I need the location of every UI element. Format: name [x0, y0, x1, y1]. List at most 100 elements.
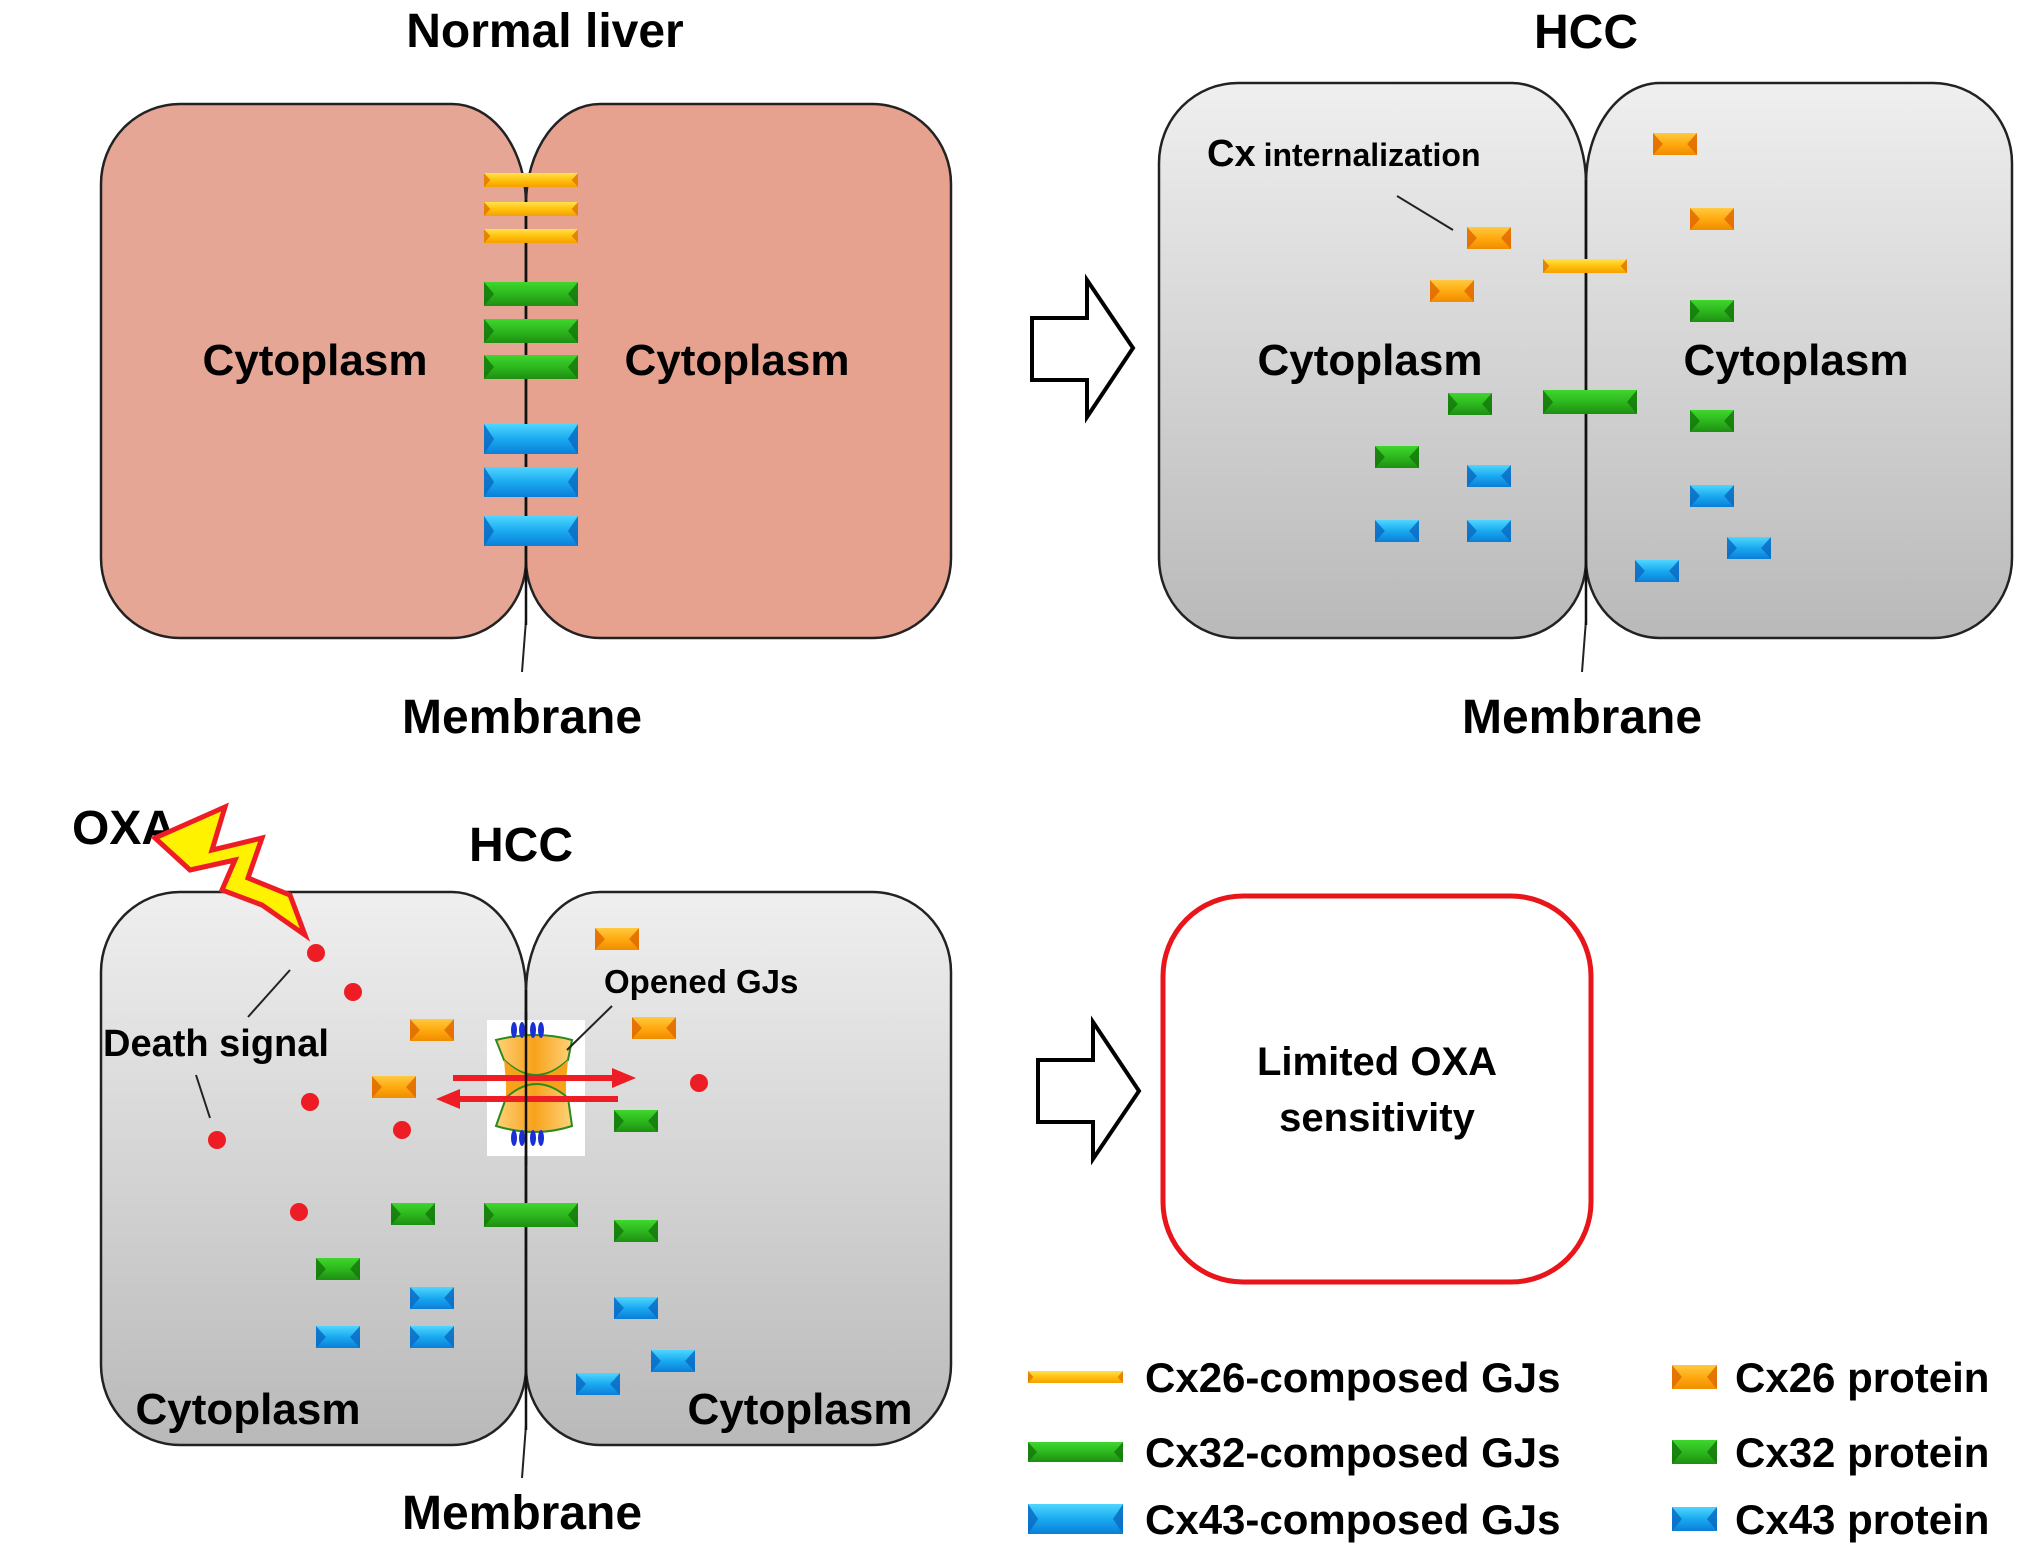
- legend-label: Cx32-composed GJs: [1145, 1429, 1561, 1476]
- membrane-label: Membrane: [402, 691, 642, 744]
- membrane-pointer: [521, 1424, 527, 1479]
- death-signal-dot: [307, 944, 325, 962]
- connexin-protein: [632, 1017, 676, 1039]
- legend-swatch: [1672, 1507, 1717, 1531]
- panel-title-normal: Normal liver: [406, 5, 683, 58]
- death-signal-pointer: [247, 969, 291, 1018]
- outcome-line-2: sensitivity: [1279, 1096, 1475, 1140]
- death-signal-dot: [301, 1093, 319, 1111]
- membrane-pointer: [521, 619, 527, 673]
- gap-junction-bar: [1543, 390, 1637, 414]
- drug-label-oxa: OXA: [72, 802, 176, 855]
- connexin-protein: [1467, 227, 1511, 249]
- legend-label: Cx26 protein: [1735, 1354, 1989, 1401]
- connexin-protein: [1430, 280, 1474, 302]
- gap-junction-bar: [484, 173, 578, 187]
- connexin-protein: [391, 1203, 435, 1225]
- legend-item: Cx43 protein: [1672, 1496, 1989, 1543]
- gap-junction-bar: [1543, 259, 1627, 273]
- cell-right: [524, 102, 953, 640]
- gap-junction-bar: [484, 424, 578, 454]
- connexin-protein: [372, 1076, 416, 1098]
- annotation-pointer: [1396, 195, 1454, 231]
- death-signal-dot: [208, 1131, 226, 1149]
- connexin-protein: [410, 1019, 454, 1041]
- annotation-prefix: Cx: [1207, 133, 1256, 175]
- cytoplasm-label-right: Cytoplasm: [1684, 336, 1909, 385]
- legend-label: Cx32 protein: [1735, 1429, 1989, 1476]
- connexin-protein: [614, 1110, 658, 1132]
- membrane-label: Membrane: [1462, 691, 1702, 744]
- death-signal-pointer: [195, 1074, 211, 1119]
- connexin-protein: [1690, 485, 1734, 507]
- connexin-protein: [1635, 560, 1679, 582]
- annotation-suffix: internalization: [1264, 137, 1481, 173]
- death-signal-label: Death signal: [103, 1023, 329, 1065]
- bidirectional-flux-arrows: [436, 1068, 636, 1109]
- connexin-protein: [1653, 133, 1697, 155]
- connexin-protein: [1467, 465, 1511, 487]
- cytoplasm-label-left: Cytoplasm: [203, 336, 428, 385]
- legend-item: Cx43-composed GJs: [1028, 1496, 1561, 1543]
- connexin-protein: [410, 1326, 454, 1348]
- legend-label: Cx26-composed GJs: [1145, 1354, 1561, 1401]
- connexin-protein: [1690, 208, 1734, 230]
- legend-swatch: [1028, 1504, 1123, 1534]
- cytoplasm-label-left: Cytoplasm: [136, 1385, 361, 1434]
- connexin-group: [1375, 133, 1771, 582]
- legend-swatch: [1028, 1371, 1123, 1383]
- connexin-protein: [1375, 446, 1419, 468]
- gap-junction-bar: [484, 355, 578, 379]
- opened-gap-junction-icon: [487, 1012, 585, 1165]
- connexin-group: [208, 928, 708, 1395]
- gap-junction-bar: [484, 467, 578, 497]
- death-signal-dot: [393, 1121, 411, 1139]
- death-signal-dot: [690, 1074, 708, 1092]
- connexin-protein: [316, 1326, 360, 1348]
- cell-left: [99, 890, 528, 1447]
- connexin-protein: [1448, 393, 1492, 415]
- connexin-protein: [576, 1373, 620, 1395]
- gap-junction-bar: [484, 1203, 578, 1227]
- gap-junction-bar: [484, 319, 578, 343]
- cytoplasm-label-right: Cytoplasm: [688, 1385, 913, 1434]
- membrane-pointer: [1581, 619, 1587, 673]
- panel-normal-liver: Normal liver Cytoplasm Cytoplasm Membran…: [99, 5, 953, 744]
- transition-arrow-icon: [1030, 273, 1136, 424]
- cytoplasm-label-right: Cytoplasm: [625, 336, 850, 385]
- legend-item: Cx26 protein: [1672, 1354, 1989, 1401]
- legend-swatch: [1672, 1440, 1717, 1464]
- outcome-line-1: Limited OXA: [1257, 1040, 1497, 1084]
- legend-item: Cx32-composed GJs: [1028, 1429, 1561, 1476]
- gap-junction-bar: [484, 516, 578, 546]
- gap-junction-bar: [484, 282, 578, 306]
- connexin-protein: [410, 1287, 454, 1309]
- legend-swatch: [1028, 1442, 1123, 1462]
- cytoplasm-label-left: Cytoplasm: [1258, 336, 1483, 385]
- lightning-bolt-icon: [150, 802, 311, 942]
- connexin-protein: [595, 928, 639, 950]
- gap-junction-bar: [484, 202, 578, 216]
- gap-junction-bar: [484, 229, 578, 243]
- opened-gjs-pointer: [566, 1005, 613, 1051]
- opened-gjs-label: Opened GJs: [604, 963, 798, 1000]
- connexin-protein: [1727, 537, 1771, 559]
- legend-label: Cx43-composed GJs: [1145, 1496, 1561, 1543]
- legend-item: Cx32 protein: [1672, 1429, 1989, 1476]
- cell-left: [1157, 81, 1588, 640]
- connexin-protein: [1690, 410, 1734, 432]
- cell-left: [99, 102, 528, 640]
- death-signal-dot: [290, 1203, 308, 1221]
- membrane-label: Membrane: [402, 1487, 642, 1540]
- transition-arrow-icon: [1036, 1015, 1142, 1166]
- panel-title-hcc: HCC: [1534, 6, 1638, 59]
- connexin-protein: [614, 1297, 658, 1319]
- panel-title-hcc-oxa: HCC: [469, 819, 573, 872]
- connexin-protein: [316, 1258, 360, 1280]
- legend-swatch: [1672, 1365, 1717, 1389]
- connexin-protein: [614, 1220, 658, 1242]
